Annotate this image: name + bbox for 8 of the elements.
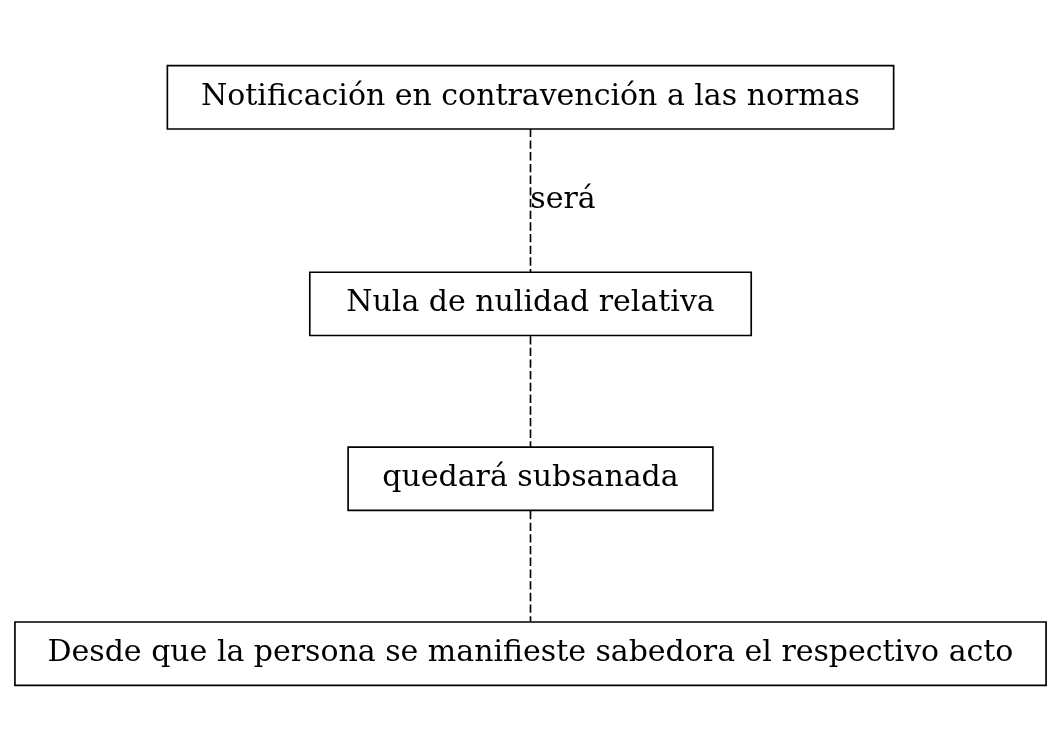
node-box: Desde que la persona se manifieste sabedora el respectivo acto [14,620,1047,686]
connector [529,509,532,622]
connector [529,127,532,273]
node-box: quedará subsanada [347,445,714,511]
node-box: Nula de nulidad relativa [308,270,753,336]
node-box: Notificación en contravención a las normas [166,64,895,130]
edge-label: será [530,179,596,215]
connector [529,334,532,448]
